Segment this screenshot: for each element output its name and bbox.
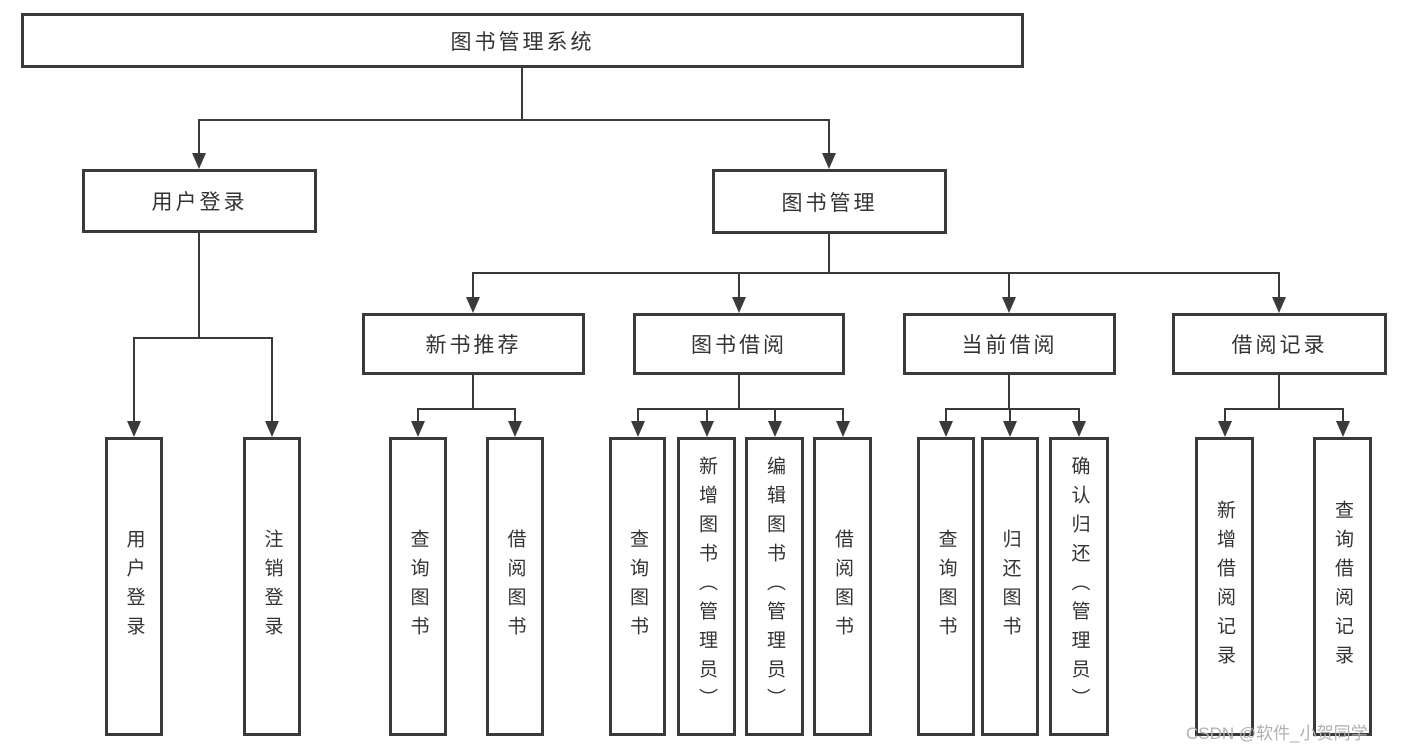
arrowhead [822, 153, 836, 169]
node-label: 当前借阅 [961, 334, 1058, 357]
connector-line [472, 272, 1280, 274]
arrowhead [836, 421, 850, 437]
arrowhead [700, 421, 714, 437]
connector-line [1224, 408, 1344, 410]
node-book-management: 图书管理 [712, 169, 947, 234]
arrowhead [1272, 297, 1286, 313]
connector-line [472, 272, 474, 298]
connector-line [1009, 408, 1011, 423]
leaf-confirm-return-admin: 确认归还（管理员） [1049, 437, 1109, 736]
arrowhead [411, 421, 425, 437]
node-label: 新增图书（管理员） [696, 456, 717, 717]
arrowhead [265, 421, 279, 437]
connector-line [514, 408, 516, 423]
connector-line [637, 408, 843, 410]
connector-line [774, 408, 776, 423]
connector-line [1078, 408, 1080, 423]
arrowhead [1336, 421, 1350, 437]
connector-line [198, 119, 830, 121]
connector-line [738, 272, 740, 298]
node-label: 查询图书 [627, 528, 648, 645]
leaf-query-borrow-record: 查询借阅记录 [1313, 437, 1372, 736]
connector-line [828, 119, 830, 155]
connector-line [521, 68, 523, 121]
connector-line [945, 408, 947, 423]
arrowhead [508, 421, 522, 437]
node-label: 查询图书 [935, 528, 957, 645]
arrowhead [1218, 421, 1232, 437]
node-user-login: 用户登录 [82, 169, 317, 233]
node-label: 归还图书 [999, 528, 1021, 645]
node-label: 确认归还（管理员） [1068, 456, 1090, 717]
arrowhead [466, 297, 480, 313]
node-label: 借阅图书 [504, 528, 526, 645]
watermark: CSDN @软件_小贺同学 [1186, 724, 1368, 743]
node-new-book-recommend: 新书推荐 [362, 313, 585, 375]
connector-line [945, 408, 1080, 410]
node-book-borrow: 图书借阅 [633, 313, 845, 375]
connector-line [133, 337, 273, 339]
leaf-query-books-borrow: 查询图书 [609, 437, 666, 736]
connector-line [198, 233, 200, 339]
node-label: 借阅记录 [1231, 334, 1328, 357]
connector-line [271, 337, 273, 423]
node-label: 新增借阅记录 [1214, 499, 1235, 674]
arrowhead [1003, 421, 1017, 437]
leaf-user-login: 用户登录 [105, 437, 163, 736]
node-label: 用户登录 [151, 191, 248, 214]
connector-line [198, 119, 200, 155]
connector-line [637, 408, 639, 423]
arrowhead [1002, 297, 1016, 313]
connector-line [842, 408, 844, 423]
leaf-return-book: 归还图书 [981, 437, 1039, 736]
connector-line [417, 408, 516, 410]
leaf-borrow-books: 借阅图书 [813, 437, 872, 736]
node-label: 图书管理 [781, 191, 878, 215]
leaf-query-books-current: 查询图书 [917, 437, 975, 736]
connector-line [417, 408, 419, 423]
arrowhead [192, 153, 206, 169]
node-label: 图书管理系统 [450, 30, 595, 54]
leaf-edit-book-admin: 编辑图书（管理员） [745, 437, 804, 736]
arrowhead [939, 421, 953, 437]
connector-line [1342, 408, 1344, 423]
connector-line [1278, 375, 1280, 410]
connector-line [1278, 272, 1280, 298]
arrowhead [631, 421, 645, 437]
leaf-add-book-admin: 新增图书（管理员） [677, 437, 736, 736]
leaf-query-books-recommend: 查询图书 [389, 437, 447, 736]
connector-line [1008, 272, 1010, 298]
connector-line [706, 408, 708, 423]
arrowhead [732, 297, 746, 313]
connector-line [828, 234, 830, 274]
arrowhead [768, 421, 782, 437]
node-label: 借阅图书 [832, 528, 853, 645]
node-label: 查询图书 [407, 528, 429, 645]
connector-line [1224, 408, 1226, 423]
arrowhead [1072, 421, 1086, 437]
leaf-borrow-books-recommend: 借阅图书 [486, 437, 544, 736]
node-current-borrow: 当前借阅 [903, 313, 1116, 375]
leaf-logout: 注销登录 [243, 437, 301, 736]
node-borrow-records: 借阅记录 [1172, 313, 1387, 375]
node-library-system: 图书管理系统 [21, 13, 1024, 68]
arrowhead [127, 421, 141, 437]
connector-line [1008, 375, 1010, 410]
node-label: 新书推荐 [425, 334, 522, 357]
node-label: 注销登录 [261, 528, 283, 645]
node-label: 查询借阅记录 [1332, 499, 1353, 674]
connector-line [472, 375, 474, 410]
node-label: 编辑图书（管理员） [764, 456, 785, 717]
node-label: 用户登录 [123, 528, 145, 645]
connector-line [738, 375, 740, 410]
connector-line [133, 337, 135, 423]
node-label: 图书借阅 [691, 334, 787, 357]
leaf-add-borrow-record: 新增借阅记录 [1195, 437, 1254, 736]
